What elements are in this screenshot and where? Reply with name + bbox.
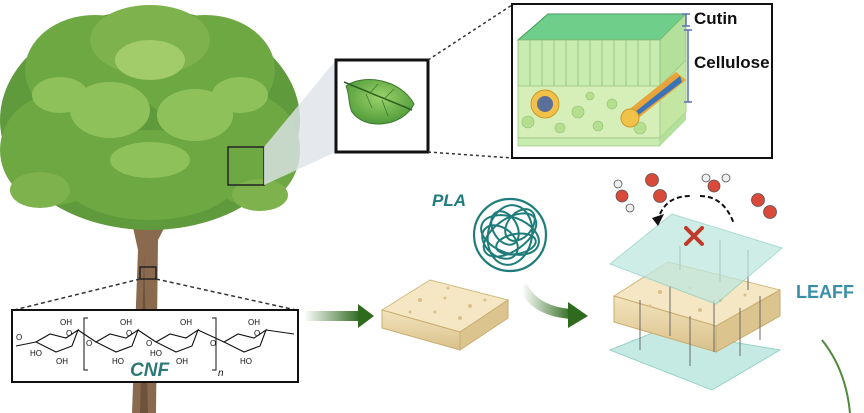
cellulose-label: Cellulose (694, 53, 770, 72)
zoom-wedge (264, 60, 336, 185)
cnf-structure-box: OH OH OH OH OH OH HO HO HO HO O O O O O … (11, 309, 299, 383)
cnf-group-oh-6: OH (176, 357, 188, 366)
cnf-group-ho-1: HO (30, 349, 42, 358)
leaff-label: LEAFF (796, 282, 854, 302)
cnf-group-o-5: O (146, 339, 152, 348)
water-molecule-icon (613, 179, 635, 213)
leaf-cross-section: Cutin Cellulose (511, 3, 773, 159)
cnf-sponge (380, 279, 510, 351)
leaff-top-film (609, 213, 784, 305)
leaf-box (334, 58, 430, 154)
cnf-zoom-line-left (13, 278, 141, 311)
cnf-group-o-6: O (210, 339, 216, 348)
zoom-line-bottom (427, 151, 513, 159)
gas-barrier-illustration (613, 173, 777, 246)
cnf-group-ho-3: HO (150, 349, 162, 358)
cutin-label: Cutin (694, 9, 737, 28)
pla-label: PLA (432, 191, 466, 210)
leaff-film-stack (608, 213, 784, 391)
zoom-line-top (427, 4, 513, 61)
leaf-icon (343, 79, 415, 125)
pla-polymer-coil (472, 197, 548, 273)
process-arrow-1 (304, 304, 374, 328)
cnf-group-o-1: O (16, 333, 22, 342)
cnf-group-o-4: O (126, 329, 132, 338)
repeat-subscript-n: n (218, 368, 224, 379)
decorative-stem-curve (821, 339, 851, 413)
cnf-group-oh-2: OH (120, 318, 132, 327)
trunk-zoom-box (139, 266, 157, 280)
oxygen-molecule-icon (751, 193, 777, 219)
cnf-group-o-2: O (66, 329, 72, 338)
water-molecule-icon (701, 173, 731, 193)
cnf-group-o-7: O (254, 329, 260, 338)
blocked-cross-icon (684, 226, 704, 246)
cnf-group-oh-4: OH (248, 318, 260, 327)
cnf-group-ho-2: HO (112, 357, 124, 366)
oxygen-molecule-icon (645, 173, 667, 203)
cnf-label: CNF (130, 360, 170, 381)
cnf-group-oh-3: OH (180, 318, 192, 327)
cnf-zoom-line-right (155, 278, 297, 311)
cnf-group-ho-4: HO (240, 357, 252, 366)
cnf-group-o-3: O (86, 339, 92, 348)
tree-foliage (0, 5, 300, 230)
cnf-group-oh-1: OH (60, 318, 72, 327)
process-arrow-2 (517, 283, 588, 328)
leaff-bottom-film (608, 329, 782, 391)
cnf-group-oh-5: OH (56, 357, 68, 366)
